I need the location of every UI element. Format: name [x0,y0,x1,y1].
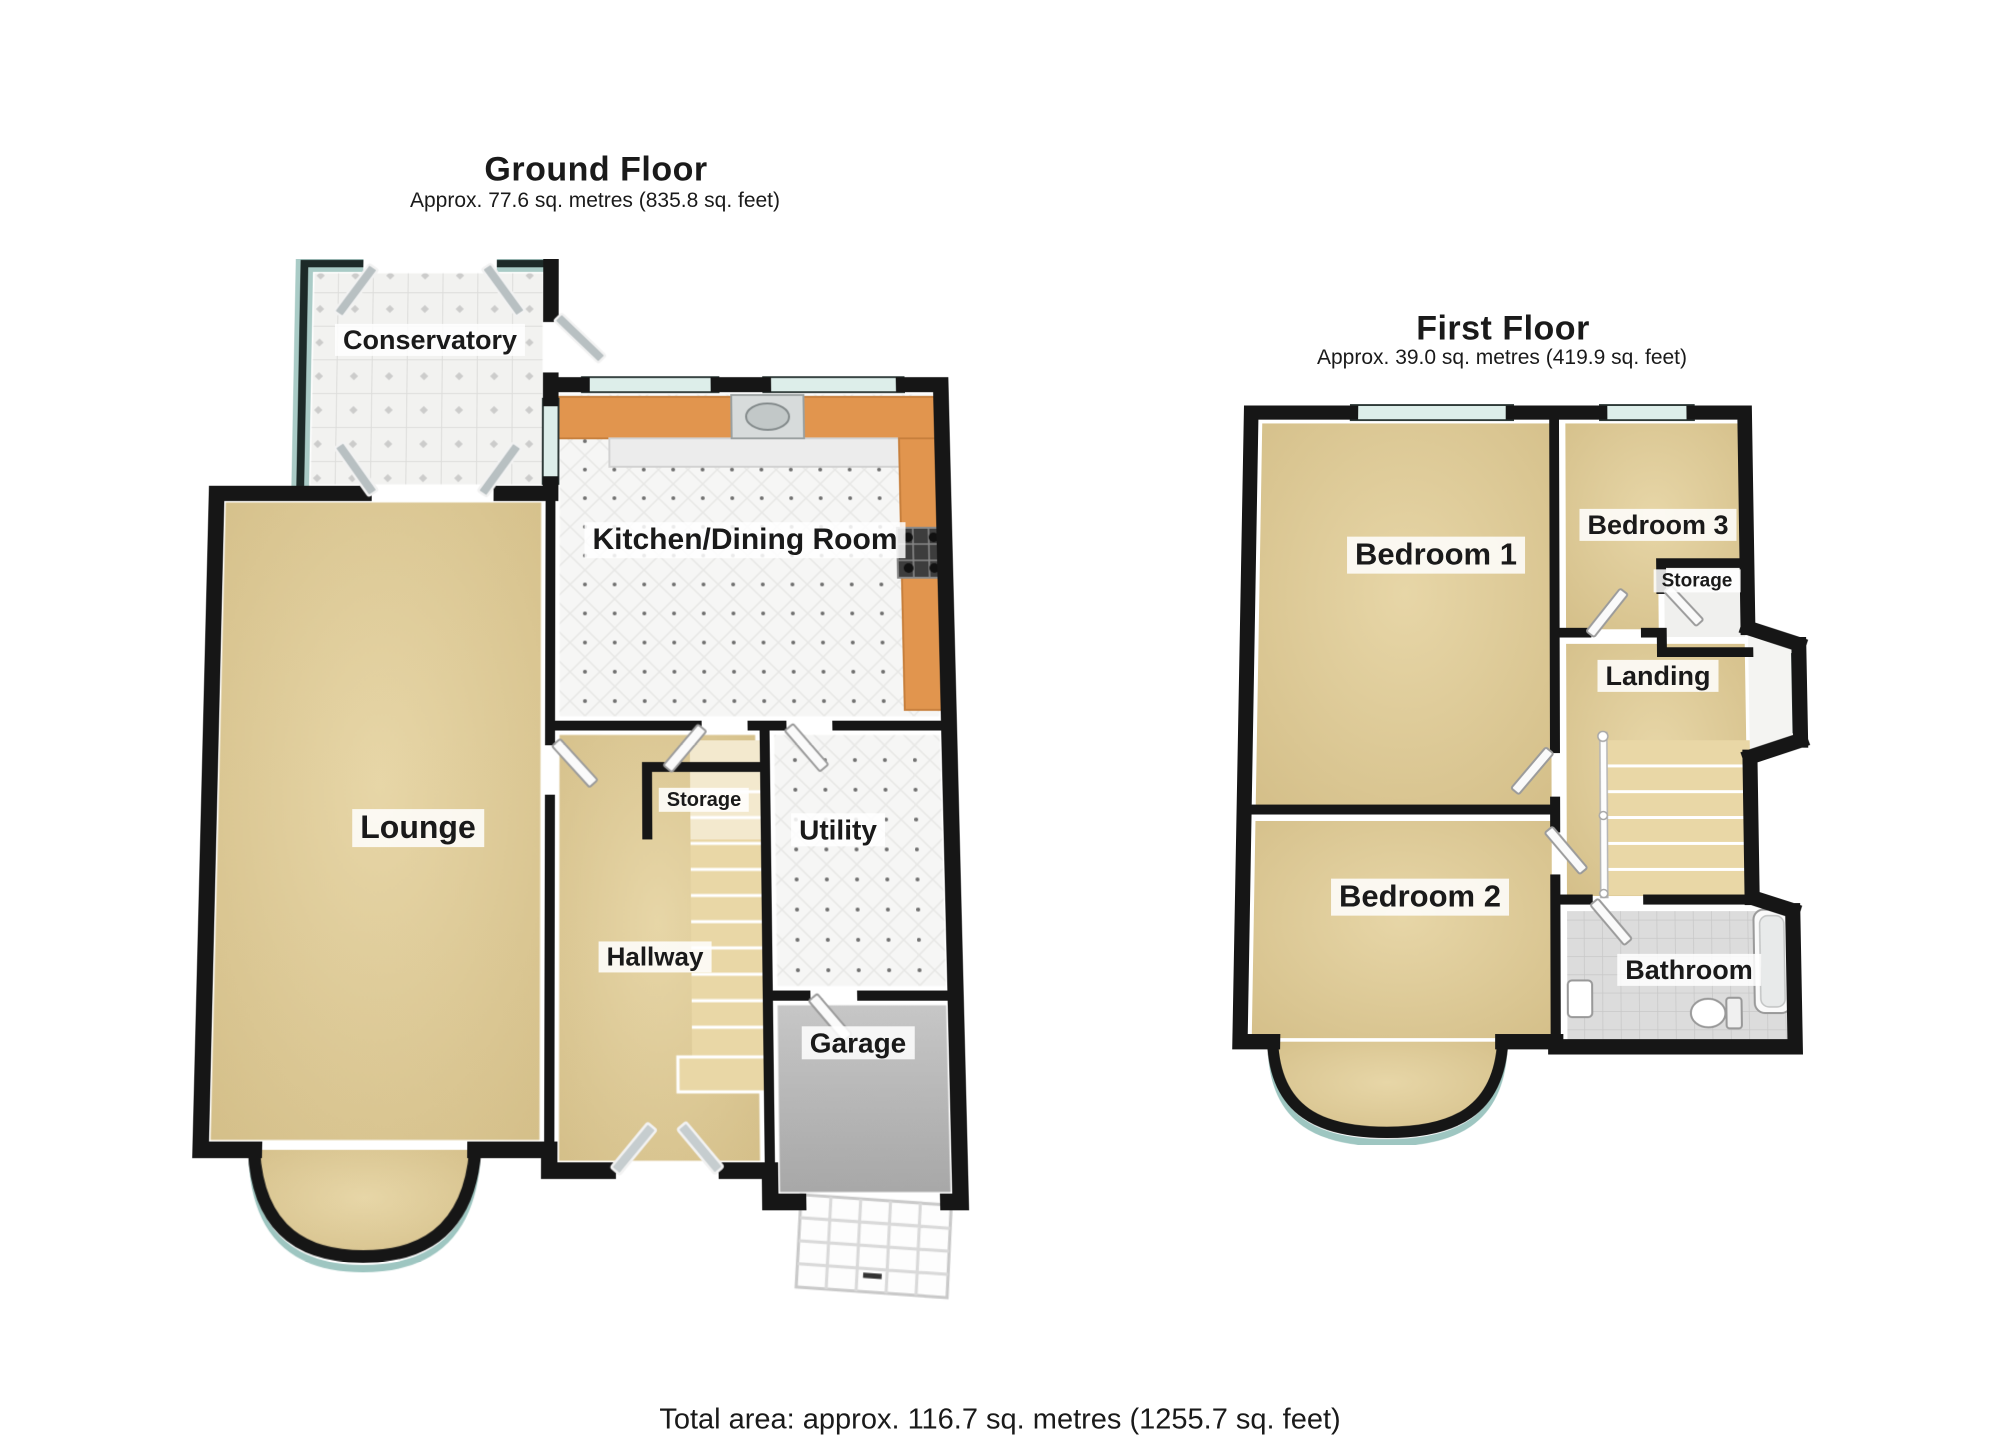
first-floor-plan [1205,380,1825,1140]
staircase [676,740,769,1092]
kitchen-sink [731,395,804,438]
banister [1600,732,1608,897]
staircase [1598,731,1752,897]
ground-floor-title: Ground Floor [484,150,708,189]
lounge-hallway-door [552,739,598,787]
landing-window [1792,654,1805,732]
room-label-bathroom: Bathroom [1617,953,1761,987]
bathtub [1753,910,1791,1013]
ground-floor-subtitle: Approx. 77.6 sq. metres (835.8 sq. feet) [409,189,781,212]
ground-floor-drawing [135,259,1026,1307]
room-label-bedroom3: Bedroom 3 [1579,508,1737,542]
room-label-conservatory: Conservatory [334,323,526,357]
room-label-garage: Garage [801,1026,915,1060]
room-label-storage-gf: Storage [658,787,750,813]
kitchen-hallway-door [663,724,706,772]
landing-window-bay-floor [1747,627,1801,758]
room-label-bedroom1: Bedroom 1 [1347,536,1525,574]
room-label-storage-ff: Storage [1653,569,1741,593]
first-floor-drawing [1197,394,1833,1145]
bedroom1-window [1351,405,1513,420]
ground-floor-plan [150,235,1010,1295]
garage-door [796,1195,951,1298]
total-area-text: Total area: approx. 116.7 sq. metres (12… [659,1403,1341,1436]
conservatory-kitchen-door [554,313,606,362]
first-floor-title: First Floor [1416,309,1590,348]
lounge-conservatory-door-left [335,442,378,496]
utility-garage-door [809,994,852,1042]
utility-floor [771,731,950,989]
bedroom2-bay-window [1271,1042,1503,1142]
kitchen-windows [582,377,904,392]
first-floor-subtitle: Approx. 39.0 sq. metres (419.9 sq. feet) [1316,346,1688,369]
room-label-landing: Landing [1597,659,1719,693]
room-label-hallway: Hallway [598,941,712,973]
windows [1347,405,1805,732]
kitchen-hob [897,528,945,578]
lounge-bay-window [251,1150,475,1267]
bedroom2-floor [1248,818,1556,1042]
room-label-kitchen-dining: Kitchen/Dining Room [584,522,906,558]
toilet [1691,998,1742,1029]
room-label-lounge: Lounge [352,809,484,847]
bedroom1-door [1511,747,1553,794]
conservatory-kitchen-window [543,399,559,484]
room-label-bedroom2: Bedroom 2 [1331,878,1509,916]
bedroom1-floor [1252,420,1555,809]
basin [1568,980,1593,1017]
bedroom3-window [1600,405,1694,420]
kitchen-utility-door [785,724,829,772]
room-label-utility: Utility [791,813,885,847]
bedroom2-door [1545,826,1588,874]
